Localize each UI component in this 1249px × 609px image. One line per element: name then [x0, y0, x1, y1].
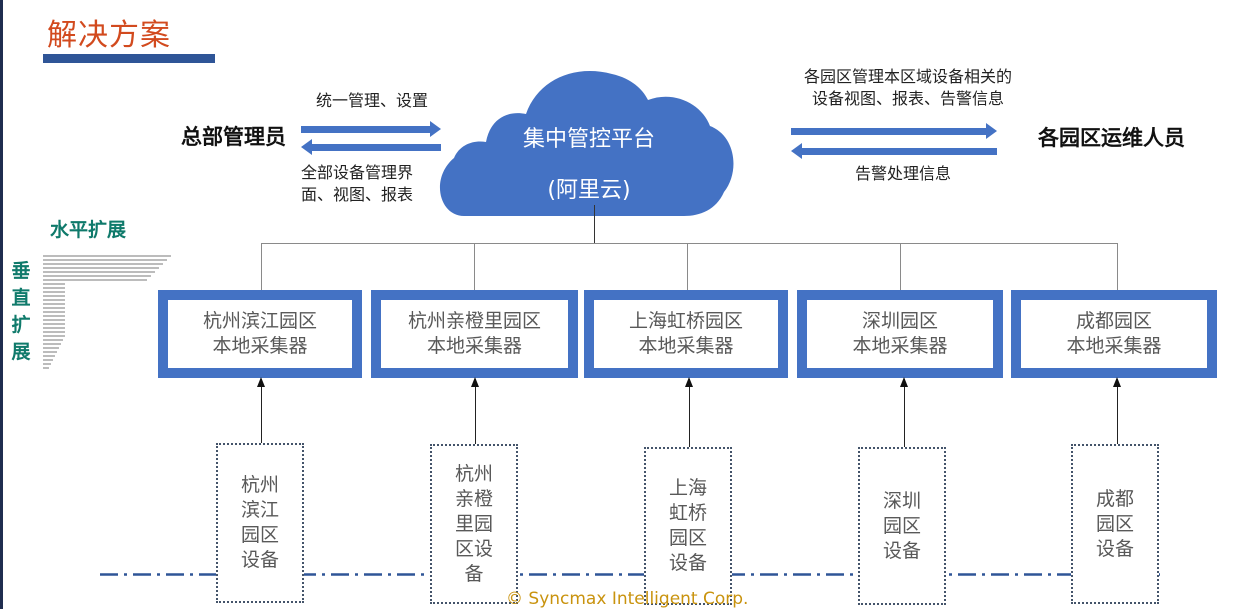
collector-box-qinchengli: 杭州亲橙里园区 本地采集器 — [371, 290, 578, 378]
collector-park-name: 杭州滨江园区 — [202, 310, 317, 332]
cloud-platform-name: 集中管控平台 — [522, 127, 655, 152]
arrow-up-icon — [685, 377, 693, 448]
collector-role: 本地采集器 — [638, 335, 734, 357]
arrow-up-icon — [471, 377, 479, 445]
arrow-up-icon — [900, 377, 908, 448]
vertical-scaling-char: 展 — [11, 341, 31, 363]
branch-line — [900, 243, 901, 291]
device-box-binjiang: 杭州滨江园区设备 — [216, 443, 304, 603]
flow-label-hq-to-cloud: 统一管理、设置 — [316, 91, 429, 110]
arrow-hq-to-cloud — [301, 121, 441, 137]
collector-park-name: 杭州亲橙里园区 — [407, 310, 541, 332]
collector-box-binjiang: 杭州滨江园区 本地采集器 — [158, 290, 362, 378]
collector-park-name: 深圳园区 — [861, 310, 938, 332]
branch-line — [1117, 243, 1118, 291]
vertical-scaling-char: 扩 — [11, 314, 31, 336]
branch-line — [687, 243, 688, 291]
distribution-bus-line — [261, 243, 1118, 244]
role-park-ops: 各园区运维人员 — [1038, 126, 1185, 150]
flow-label-cloud-to-ops-line1: 各园区管理本区域设备相关的 — [803, 67, 1012, 86]
flow-label-cloud-to-hq-line2: 面、视图、报表 — [301, 185, 414, 204]
arrow-head-right-icon — [986, 123, 997, 139]
flow-label-cloud-to-ops: 各园区管理本区域设备相关的 设备视图、报表、告警信息 — [790, 66, 1026, 110]
branch-line — [261, 243, 262, 291]
collector-box-shenzhen: 深圳园区 本地采集器 — [797, 290, 1003, 378]
device-label: 上海虹桥园区设备 — [668, 477, 707, 574]
scaling-stripes-graphic — [43, 255, 171, 369]
device-label: 成都园区设备 — [1095, 487, 1134, 560]
role-hq-admin: 总部管理员 — [181, 125, 286, 149]
collector-box-hongqiao: 上海虹桥园区 本地采集器 — [584, 290, 788, 378]
device-label: 深圳园区设备 — [882, 489, 921, 562]
vertical-scaling-char: 直 — [11, 287, 31, 309]
collector-role: 本地采集器 — [852, 335, 948, 357]
device-box-shenzhen: 深圳园区设备 — [858, 447, 946, 605]
device-box-qinchengli: 杭州亲橙里园区设备 — [430, 444, 518, 604]
collector-role: 本地采集器 — [212, 335, 308, 357]
arrow-up-icon — [257, 377, 265, 444]
flow-label-cloud-to-ops-line2: 设备视图、报表、告警信息 — [811, 89, 1004, 108]
arrow-up-icon — [1113, 377, 1121, 445]
flow-label-ops-to-cloud: 告警处理信息 — [855, 164, 952, 183]
collector-park-name: 上海虹桥园区 — [628, 310, 743, 332]
branch-line — [474, 243, 475, 291]
arrow-cloud-to-hq — [301, 139, 441, 155]
device-label: 杭州亲橙里园区设备 — [454, 462, 493, 585]
collector-box-chengdu: 成都园区 本地采集器 — [1011, 290, 1217, 378]
arrow-head-left-icon — [791, 143, 802, 159]
device-label: 杭州滨江园区设备 — [240, 474, 279, 571]
arrow-cloud-to-ops — [791, 123, 997, 139]
device-box-hongqiao: 上海虹桥园区设备 — [644, 447, 732, 605]
arrow-head-left-icon — [301, 139, 312, 155]
horizontal-scaling-label: 水平扩展 — [50, 219, 127, 241]
left-border-strip — [0, 0, 3, 609]
collector-role: 本地采集器 — [426, 335, 522, 357]
device-box-chengdu: 成都园区设备 — [1071, 444, 1159, 604]
vertical-scaling-char: 垂 — [11, 260, 31, 282]
vertical-scaling-label: 垂 直 扩 展 — [8, 258, 34, 366]
cloud-trunk-line — [594, 205, 595, 243]
cloud-platform-provider: (阿里云) — [547, 178, 631, 203]
arrow-ops-to-cloud — [791, 143, 997, 159]
arrow-head-right-icon — [430, 121, 441, 137]
flow-label-cloud-to-hq: 全部设备管理界 面、视图、报表 — [301, 162, 413, 206]
collector-role: 本地采集器 — [1066, 335, 1162, 357]
collector-park-name: 成都园区 — [1075, 310, 1152, 332]
cloud-platform-shape — [439, 71, 734, 216]
title-underline-bar — [43, 54, 215, 63]
page-title: 解决方案 — [47, 18, 171, 53]
copyright-footer: © Syncmax Intelligent Corp. — [506, 589, 749, 609]
flow-label-cloud-to-hq-line1: 全部设备管理界 — [301, 163, 414, 182]
